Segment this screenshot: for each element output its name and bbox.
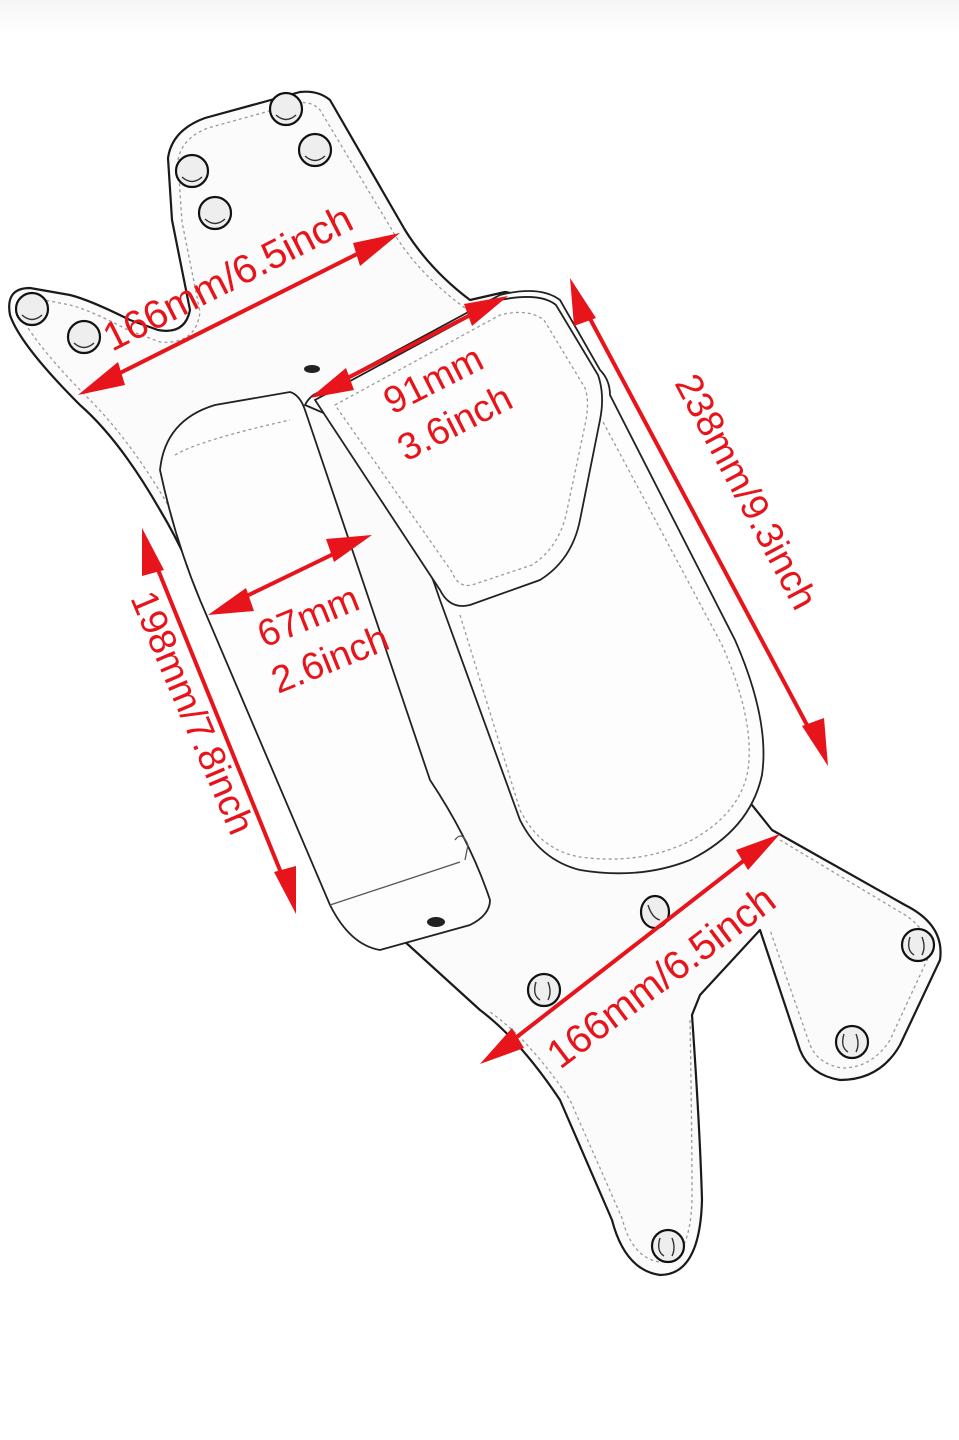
rivet-icon xyxy=(304,365,320,373)
main-pouch xyxy=(303,290,765,930)
rivet-icon xyxy=(14,291,50,327)
tube-snap-icon xyxy=(427,917,445,927)
rivet-icon xyxy=(268,91,304,127)
rivet-icon xyxy=(297,132,333,168)
rivets xyxy=(14,91,936,1264)
rivet-icon xyxy=(834,1024,870,1060)
rivet-icon xyxy=(900,927,936,963)
rivet-icon xyxy=(174,153,210,189)
rivet-icon xyxy=(526,972,562,1008)
tube-pouch xyxy=(159,391,491,951)
rivet-icon xyxy=(650,1228,686,1264)
rivet-icon xyxy=(66,319,102,355)
rivet-icon xyxy=(197,195,233,231)
top-fade-band xyxy=(0,0,959,34)
